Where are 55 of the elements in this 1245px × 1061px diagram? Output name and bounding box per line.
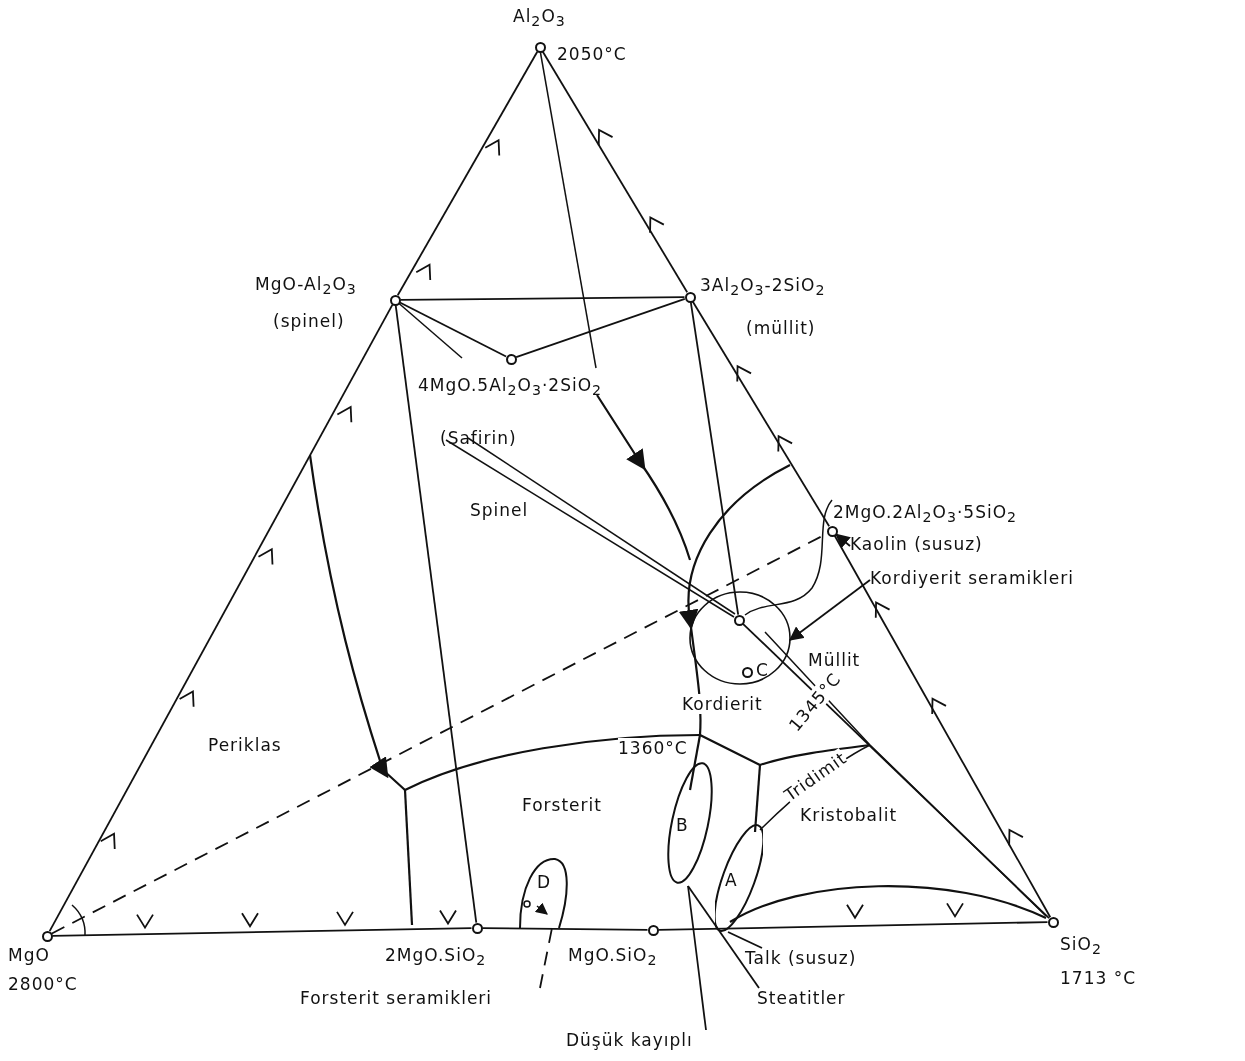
- caption-label: (müllit): [746, 318, 816, 338]
- tie-line: [541, 50, 689, 294]
- tie-line: [481, 927, 649, 931]
- formula-label: MgO.SiO$_{2}$: [568, 945, 658, 971]
- tie-line: [833, 534, 1052, 919]
- composition-point: [42, 931, 53, 942]
- caption-label: 2050°C: [557, 44, 627, 64]
- formula-label: 2MgO.SiO$_{2}$: [385, 945, 487, 971]
- composition-point: [742, 667, 753, 678]
- formula-label: 3Al$_{2}$O$_{3}$-2SiO$_{2}$: [700, 275, 826, 301]
- tie-line: [399, 301, 507, 358]
- formula-label: MgO: [8, 945, 50, 965]
- composition-point: [1048, 917, 1059, 928]
- composition-point: [506, 354, 517, 365]
- leader-line: [539, 927, 553, 989]
- callout-text: Forsterit seramikleri: [300, 988, 493, 1008]
- formula-label: SiO$_{2}$: [1060, 934, 1102, 960]
- tie-line: [51, 927, 473, 937]
- region-letter: D: [537, 872, 551, 892]
- leader-line: [687, 885, 707, 1031]
- formula-label: 4MgO.5Al$_{2}$O$_{3}$·2SiO$_{2}$: [418, 375, 603, 401]
- composition-point: [472, 923, 483, 934]
- caption-label: 1713 °C: [1060, 968, 1137, 988]
- composition-point: [648, 925, 659, 936]
- tie-line: [394, 304, 478, 924]
- callout-text: Kaolin (susuz): [850, 534, 983, 554]
- tie-line: [399, 296, 686, 301]
- composition-point: [734, 615, 745, 626]
- leader-line: [727, 931, 763, 949]
- tie-line: [396, 50, 539, 297]
- tie-line: [515, 297, 686, 359]
- caption-label: (Safirin): [440, 428, 517, 448]
- formula-label: MgO-Al$_{2}$O$_{3}$: [255, 274, 357, 300]
- tie-line: [691, 300, 831, 528]
- tie-line: [689, 301, 740, 616]
- field-label: Spinel: [470, 500, 529, 520]
- leader-line: [687, 885, 760, 989]
- callout-text: Talk (susuz): [745, 948, 857, 968]
- formula-label: Al$_{2}$O$_{3}$: [513, 6, 566, 32]
- caption-label: 2800°C: [8, 974, 78, 994]
- region-letter: B: [676, 815, 688, 835]
- callout-text: Steatitler: [757, 988, 846, 1008]
- composition-point: [535, 42, 546, 53]
- callout-text: Düşük kayıplı: [566, 1030, 693, 1050]
- tie-line: [48, 303, 394, 933]
- leader-line: [835, 533, 851, 549]
- leader-line: [788, 579, 871, 641]
- composition-point: [685, 292, 696, 303]
- field-label: Kordierit: [682, 694, 763, 714]
- callout-text: Kordiyerit seramikleri: [870, 568, 1074, 588]
- region-letter: A: [725, 870, 737, 890]
- formula-label: C: [756, 660, 769, 680]
- composition-point: [390, 295, 401, 306]
- caption-label: (spinel): [273, 311, 345, 331]
- tie-line: [657, 921, 1049, 931]
